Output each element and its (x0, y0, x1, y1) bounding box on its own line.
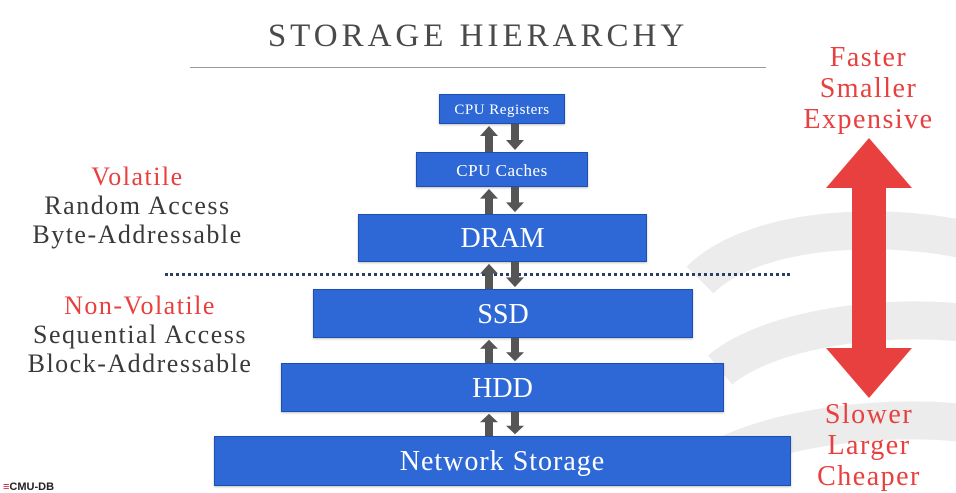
up-down-arrow-pair-icon (480, 124, 524, 152)
non-volatile-access-type: Sequential Access (33, 320, 247, 349)
tier-hdd: HDD (281, 363, 724, 412)
tier-network-storage: Network Storage (214, 436, 791, 486)
top-property-speed: Faster (829, 42, 908, 73)
volatile-heading: Volatile (91, 162, 184, 191)
bottom-property-speed: Slower (824, 399, 914, 430)
bottom-properties: Slower Larger Cheaper (790, 399, 948, 492)
non-volatile-addressing: Block-Addressable (27, 349, 253, 378)
top-property-size: Smaller (819, 73, 918, 104)
bottom-property-cost: Cheaper (817, 461, 921, 492)
volatile-access-type: Random Access (44, 191, 231, 220)
tier-cpu-caches: CPU Caches (416, 152, 588, 187)
tier-cpu-registers: CPU Registers (439, 94, 565, 124)
top-properties: Faster Smaller Expensive (786, 42, 951, 135)
volatile-properties: Volatile Random Access Byte-Addressable (10, 162, 265, 249)
double-headed-arrow-icon (826, 138, 912, 398)
non-volatile-heading: Non-Volatile (64, 291, 216, 320)
up-down-arrow-pair-icon (480, 262, 524, 289)
tier-ssd: SSD (313, 289, 693, 338)
slide-title: STORAGE HIERARCHY (267, 18, 689, 54)
top-property-cost: Expensive (803, 104, 934, 135)
up-down-arrow-pair-icon (480, 338, 524, 363)
volatility-divider (165, 273, 790, 276)
title-underline (190, 67, 766, 68)
bottom-property-size: Larger (827, 430, 911, 461)
up-down-arrow-pair-icon (480, 187, 524, 214)
up-down-arrow-pair-icon (480, 412, 524, 436)
logo-text: CMU-DB (9, 481, 55, 493)
cmu-db-logo: ≡CMU-DB (3, 481, 55, 493)
non-volatile-properties: Non-Volatile Sequential Access Block-Add… (6, 291, 274, 378)
tier-dram: DRAM (358, 214, 647, 262)
volatile-addressing: Byte-Addressable (32, 220, 243, 249)
